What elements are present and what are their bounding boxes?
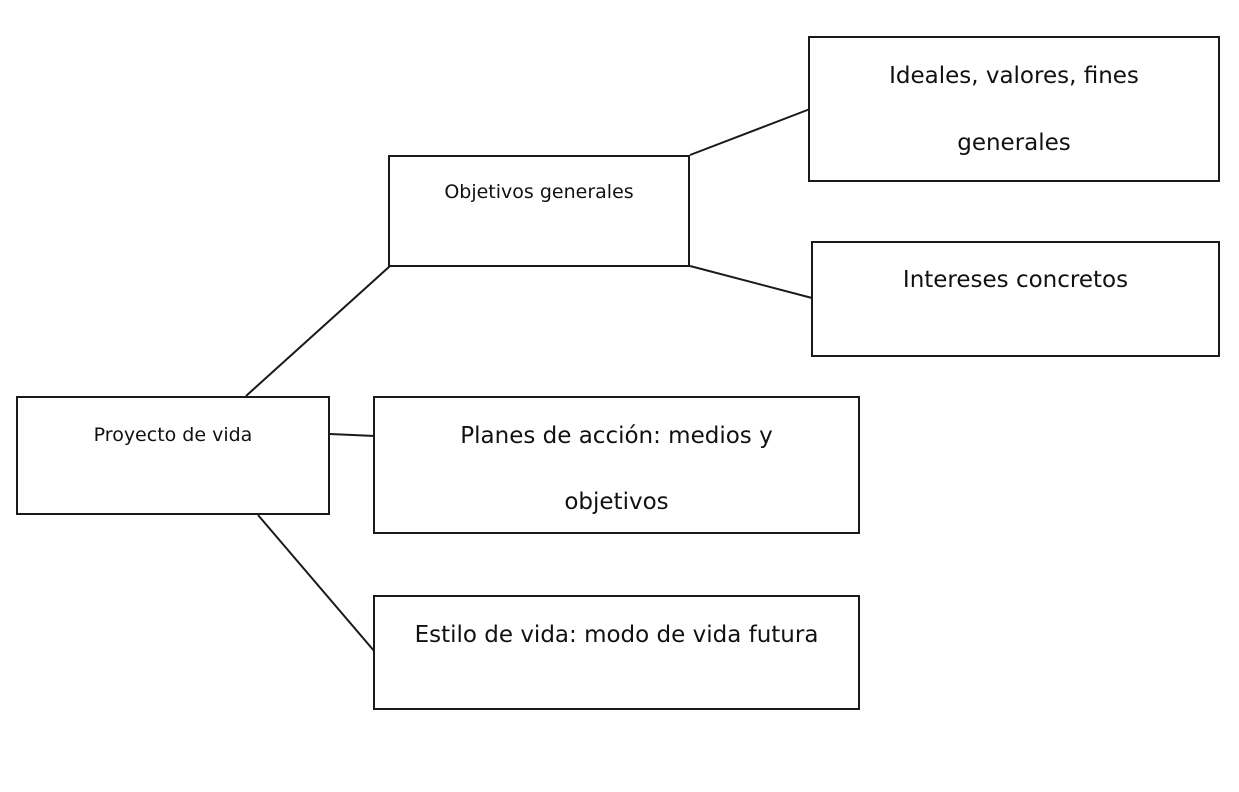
connector-goals-to-interests <box>689 265 813 299</box>
node-ideales-valores-line2: generales <box>957 130 1071 156</box>
node-planes-de-accion-line1: Planes de acción: medios y <box>460 423 773 449</box>
node-ideales-valores-line1: Ideales, valores, fines <box>889 63 1139 89</box>
node-intereses-concretos-label: Intereses concretos <box>902 267 1129 293</box>
node-intereses-concretos: Intereses concretos <box>811 241 1220 357</box>
connector-root-to-lifestyle <box>257 514 376 653</box>
node-proyecto-de-vida: Proyecto de vida <box>16 396 330 515</box>
node-estilo-de-vida: Estilo de vida: modo de vida futura <box>373 595 860 710</box>
node-proyecto-de-vida-label: Proyecto de vida <box>93 424 253 446</box>
connector-root-to-plans <box>329 433 376 437</box>
node-planes-de-accion: Planes de acción: medios y objetivos <box>373 396 860 534</box>
node-objetivos-generales: Objetivos generales <box>388 155 690 267</box>
node-planes-de-accion-line2: objetivos <box>564 489 669 515</box>
node-objetivos-generales-label: Objetivos generales <box>444 181 634 203</box>
connector-goals-to-ideals <box>689 108 811 156</box>
connector-root-to-goals <box>245 265 391 397</box>
node-ideales-valores: Ideales, valores, fines generales <box>808 36 1220 182</box>
node-estilo-de-vida-label: Estilo de vida: modo de vida futura <box>414 622 819 648</box>
